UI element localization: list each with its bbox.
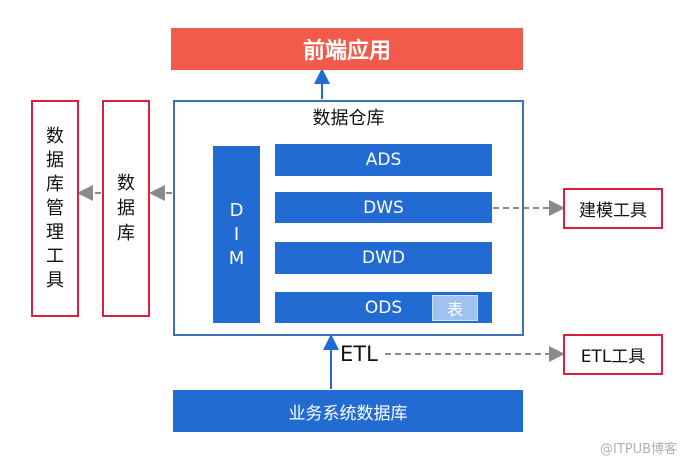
dwd-layer: DWD [275,242,492,274]
database-char: 库 [117,223,135,244]
dim-char: I [233,223,240,245]
front-app-box: 前端应用 [171,28,523,70]
layer-label: DWD [362,248,405,268]
etl-label: ETL [340,342,378,366]
db-mgmt-char: 工 [46,245,64,267]
etl-tool-label: ETL工具 [580,347,646,367]
dim-char: M [228,247,245,269]
business-db-box: 业务系统数据库 [173,390,523,432]
business-db-label: 业务系统数据库 [288,403,408,424]
database-box: 数 据 库 [102,100,150,317]
db-mgmt-char: 理 [46,221,64,243]
db-mgmt-tool-box: 数 据 库 管 理 工 具 [31,100,79,317]
db-mgmt-char: 据 [46,149,64,171]
table-badge: 表 [432,295,478,321]
database-char: 数 [117,173,135,194]
modeling-tool-label: 建模工具 [579,201,647,221]
data-warehouse-title: 数据仓库 [312,108,385,129]
layer-label: ODS [364,297,403,318]
database-char: 据 [117,198,135,219]
dws-layer: DWS [275,192,492,223]
layer-label: DWS [363,197,404,218]
data-warehouse-box [173,100,524,336]
db-mgmt-char: 数 [46,125,64,147]
etl-tool-box: ETL工具 [563,334,663,375]
db-mgmt-char: 库 [46,173,64,195]
dim-layer: D I M [213,146,260,323]
db-mgmt-char: 具 [46,269,64,291]
ads-layer: ADS [275,144,492,176]
dim-char: D [229,199,244,221]
front-app-label: 前端应用 [302,39,391,64]
modeling-tool-box: 建模工具 [563,188,663,229]
db-mgmt-char: 管 [46,197,64,219]
watermark: @ITPUB博客 [600,442,678,457]
layer-label: ADS [365,150,402,170]
